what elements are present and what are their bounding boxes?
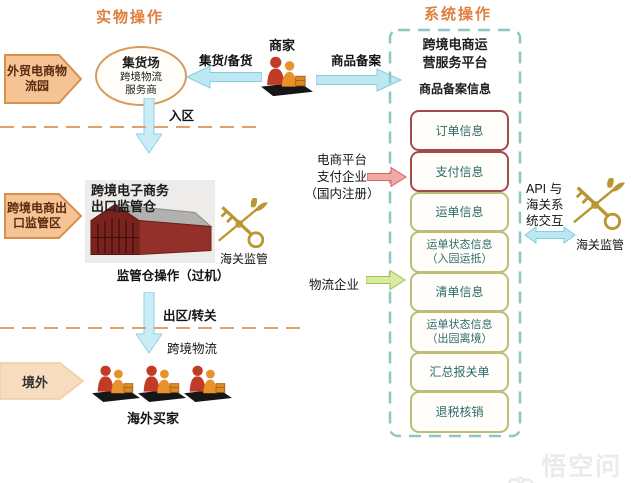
info-box-tax-refund: 退税核销 [410,391,509,433]
watermark: 悟空问答 [506,447,640,483]
hub-title: 集货场 [122,55,160,70]
boundary-dash-line-1 [0,126,258,128]
pentagon-tag-shape [4,193,83,239]
warehouse-icon [90,203,213,256]
collect-arrow-icon [186,65,262,89]
customs-label-right: 海关监管 [575,238,624,252]
product-filing-label: 商品备案 [331,54,382,68]
exit-arrow-icon [136,292,162,354]
park-zone-label: 外贸电商物 流园 [6,64,67,93]
customs-emblem-right-icon [568,178,626,232]
info-box-waybill: 运单信息 [410,192,509,232]
info-box-manifest: 清单信息 [410,272,509,312]
watermark-logo-icon [507,476,534,483]
overseas-buyers-label: 海外买家 [126,411,179,426]
merchant-icon [260,52,314,97]
api-label: API 与 海关系 统交互 [526,182,564,228]
park-zone-tag: 外贸电商物 流园 [4,54,83,104]
enter-zone-arrow-icon [136,98,162,154]
enter-zone-label: 入区 [169,109,195,123]
info-box-order: 订单信息 [410,110,509,151]
boundary-dash-line-2 [0,327,300,329]
system-ops-title: 系统操作 [424,6,493,23]
logistics-company-label: 物流企业 [309,278,360,292]
exit-transfer-label: 出区/转关 [163,309,217,323]
pentagon-tag-shape [4,54,83,104]
customs-label-mid: 海关监管 [219,252,268,266]
info-box-waybill-status-out: 运单状态信息 （出园离境） [410,311,509,353]
overseas-zone-tag: 境外 [0,361,85,401]
collection-hub-ellipse: 集货场 跨境物流 服务商 [95,46,187,106]
collect-arrow-label: 集货/备货 [199,54,253,68]
api-double-arrow-icon [524,226,576,244]
physical-ops-title: 实物操作 [96,9,165,26]
overseas-buyer-icon [184,360,232,404]
watermark-text: 悟空问答 [541,453,623,481]
panel-title: 跨境电商运 营服务平台 [422,37,488,70]
info-box-summary-declaration: 汇总报关单 [410,352,509,392]
warehouse-label: 跨境电子商务 出口监管仓 [91,183,170,214]
hub-line3: 服务商 [125,83,157,96]
supervision-zone-label: 跨境电商出 口监管区 [6,201,67,230]
merchant-label: 商家 [269,38,296,53]
panel-subtitle: 商品备案信息 [418,82,491,96]
supervision-zone-tag: 跨境电商出 口监管区 [4,193,83,239]
logistics-arrow-icon [366,269,406,291]
system-panel [388,28,522,438]
overseas-zone-label: 境外 [21,374,48,390]
overseas-buyer-icon [138,360,186,404]
hub-line2: 跨境物流 [120,70,162,83]
info-box-waybill-status-in: 运单状态信息 （入园运抵） [410,231,509,273]
info-box-payment: 支付信息 [410,151,509,192]
overseas-buyer-icon [92,360,140,404]
pentagon-tag-shape [0,362,85,400]
product-filing-arrow-icon [316,68,402,92]
payment-company-label: 电商平台 支付企业 （国内注册） [304,153,380,201]
warehouse-card [85,180,215,263]
customs-emblem-mid-icon [213,198,269,250]
warehouse-op-label: 监管仓操作（过机） [116,269,230,283]
cross-border-logistics-label: 跨境物流 [167,342,218,356]
payment-arrow-icon [367,166,407,188]
